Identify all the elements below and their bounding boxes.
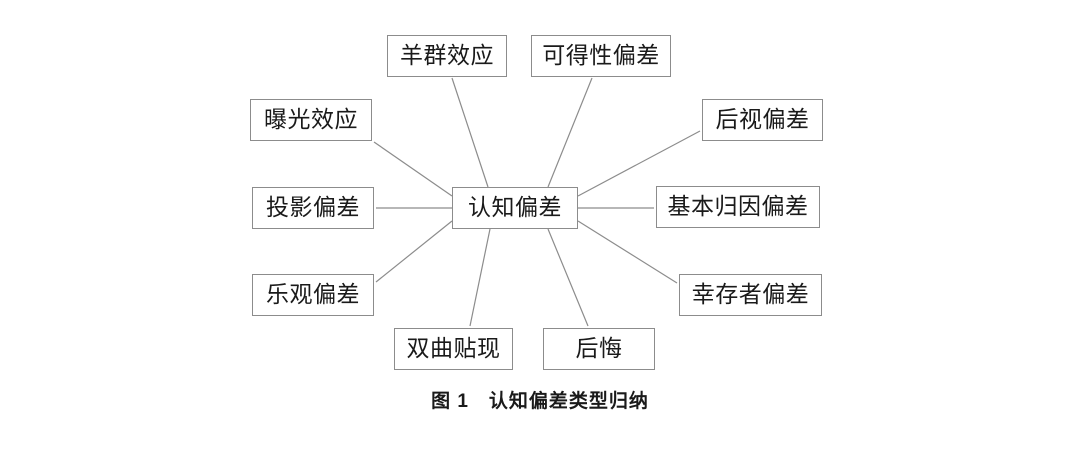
connector-line bbox=[375, 220, 453, 283]
node-label: 认知偏差 bbox=[468, 194, 562, 220]
node-herd-effect[interactable]: 羊群效应 bbox=[387, 35, 507, 77]
node-label: 后视偏差 bbox=[715, 106, 810, 132]
connector-group bbox=[373, 77, 701, 327]
node-label: 后悔 bbox=[575, 335, 623, 361]
connector-line bbox=[547, 77, 593, 188]
node-optimism-bias[interactable]: 乐观偏差 bbox=[252, 274, 374, 316]
node-label: 基本归因偏差 bbox=[667, 193, 809, 219]
connector-line bbox=[547, 228, 589, 327]
node-label: 幸存者偏差 bbox=[691, 281, 810, 307]
node-label: 双曲贴现 bbox=[406, 335, 501, 361]
node-fundamental-attribution-bias[interactable]: 基本归因偏差 bbox=[656, 186, 820, 228]
node-projection-bias[interactable]: 投影偏差 bbox=[252, 187, 374, 229]
figure-caption: 图 1 认知偏差类型归纳 bbox=[431, 391, 649, 412]
node-regret[interactable]: 后悔 bbox=[543, 328, 655, 370]
node-hyperbolic-discounting[interactable]: 双曲贴现 bbox=[394, 328, 513, 370]
node-mere-exposure-effect[interactable]: 曝光效应 bbox=[250, 99, 372, 141]
node-availability-bias[interactable]: 可得性偏差 bbox=[531, 35, 671, 77]
node-cognitive-bias-center[interactable]: 认知偏差 bbox=[452, 187, 578, 229]
node-survivorship-bias[interactable]: 幸存者偏差 bbox=[679, 274, 822, 316]
node-hindsight-bias[interactable]: 后视偏差 bbox=[702, 99, 823, 141]
connector-line bbox=[469, 228, 491, 327]
node-label: 投影偏差 bbox=[266, 194, 360, 220]
connector-line bbox=[373, 141, 453, 197]
node-label: 乐观偏差 bbox=[266, 281, 360, 307]
node-label: 可得性偏差 bbox=[542, 42, 660, 68]
node-label: 羊群效应 bbox=[400, 42, 494, 68]
connector-line bbox=[577, 220, 678, 284]
connector-line bbox=[451, 77, 489, 188]
node-label: 曝光效应 bbox=[264, 106, 358, 132]
connector-line bbox=[577, 130, 701, 197]
